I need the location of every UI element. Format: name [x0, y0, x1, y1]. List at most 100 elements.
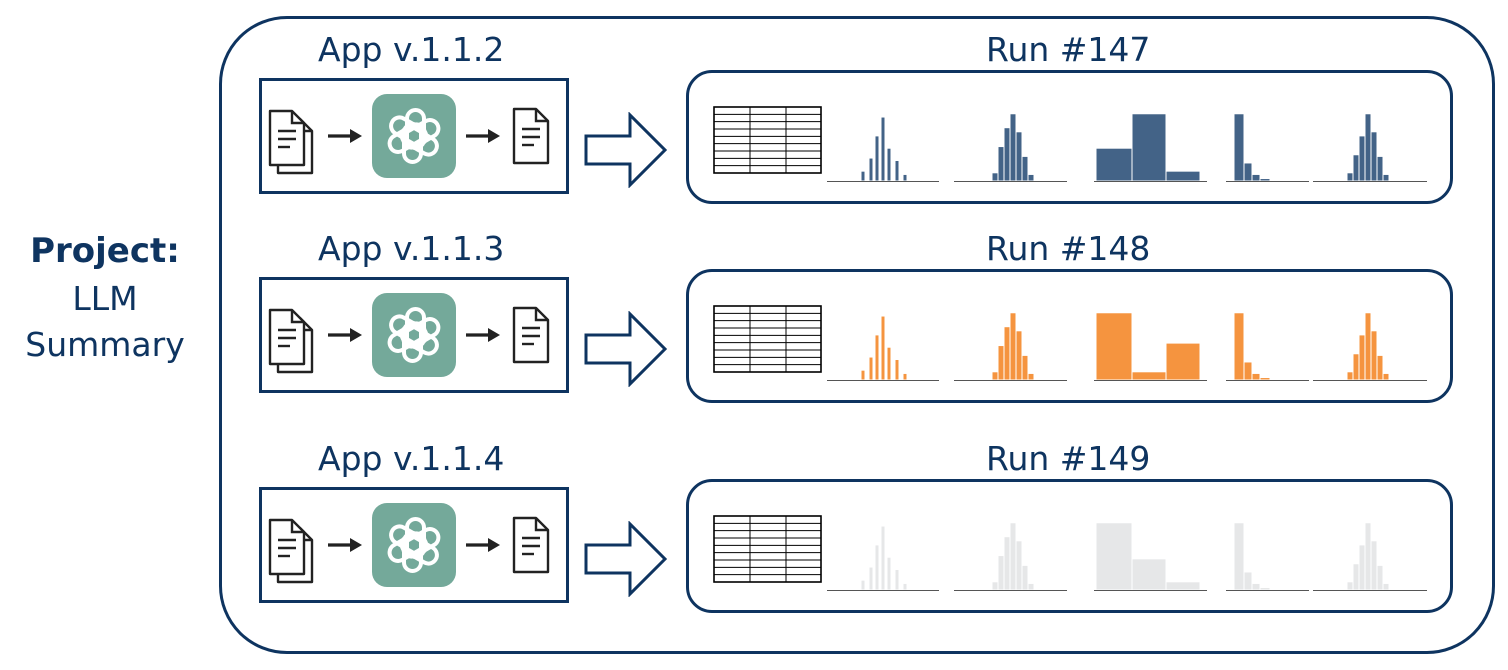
- project-container: [219, 16, 1495, 654]
- histogram-bar: [991, 581, 999, 591]
- histogram-bar: [874, 544, 880, 591]
- histogram-bar: [991, 371, 999, 381]
- histogram-bar: [1009, 113, 1017, 182]
- histogram-bar: [1358, 544, 1366, 591]
- document-front: [268, 518, 306, 576]
- histogram-bar: [1165, 170, 1201, 182]
- histogram-4: [1226, 113, 1309, 182]
- histogram-bar: [868, 566, 874, 591]
- histogram-bar: [1021, 564, 1029, 591]
- histogram-1: [827, 315, 939, 381]
- histogram-5: [1313, 522, 1427, 591]
- histogram-bar: [1015, 131, 1023, 182]
- histogram-bar: [1364, 522, 1372, 591]
- histogram-bar: [894, 359, 900, 381]
- histogram-bar: [1364, 312, 1372, 381]
- arrow-right-icon: [466, 129, 500, 143]
- histogram-bar: [1382, 372, 1390, 381]
- histogram-bar: [1165, 581, 1201, 591]
- histogram-bar: [1376, 354, 1384, 381]
- documents-icon: [268, 109, 314, 175]
- histogram-bar: [1259, 178, 1271, 182]
- histogram-2: [954, 522, 1067, 591]
- histogram-bar: [1352, 563, 1360, 591]
- big-arrow-icon: [584, 112, 668, 188]
- document-icon: [512, 107, 550, 165]
- histogram-bar: [1015, 540, 1023, 591]
- histogram-bar: [868, 356, 874, 381]
- pipeline-row: App v.1.1.4 Run #149: [0, 439, 1508, 639]
- histogram-bar: [1352, 154, 1360, 182]
- app-version-title: App v.1.1.2: [318, 30, 505, 69]
- big-arrow-shape: [584, 521, 668, 597]
- project-name-line2: Summary: [25, 324, 185, 364]
- table-icon: [713, 305, 822, 373]
- histogram-bar: [1346, 581, 1354, 591]
- histogram-bar: [1131, 558, 1167, 591]
- histogram-bar: [860, 579, 866, 591]
- histogram-bar: [1243, 162, 1253, 182]
- histogram-2: [954, 113, 1067, 182]
- histogram-bar: [880, 525, 886, 591]
- histogram-bar: [997, 146, 1005, 182]
- run-results-box: [686, 70, 1453, 204]
- histogram-bar: [886, 346, 892, 381]
- arrow-right-icon: [466, 328, 500, 342]
- histogram-bar: [1095, 522, 1133, 591]
- histogram-bar: [1352, 353, 1360, 381]
- histogram-bar: [1165, 342, 1201, 381]
- histogram-3: [1094, 113, 1207, 182]
- app-pipeline-box: [259, 277, 569, 393]
- project-label: Project: LLM Summary: [0, 228, 210, 368]
- histogram-bar: [1021, 155, 1029, 182]
- pipeline-row: App v.1.1.3 Run #148: [0, 229, 1508, 429]
- histogram-bar: [997, 555, 1005, 591]
- histogram-bar: [1251, 372, 1261, 381]
- openai-logo-icon: [372, 503, 456, 587]
- histogram-bar: [860, 369, 866, 381]
- document-front: [268, 109, 306, 167]
- histogram-bar: [1021, 354, 1029, 381]
- histogram-2: [954, 312, 1067, 381]
- histogram-bar: [1015, 330, 1023, 381]
- histogram-bar: [1259, 587, 1271, 591]
- histogram-3: [1094, 312, 1207, 381]
- documents-icon: [268, 518, 314, 584]
- histogram-bar: [1382, 582, 1390, 591]
- histogram-bar: [1364, 113, 1372, 182]
- histogram-bar: [860, 170, 866, 182]
- histogram-bar: [886, 556, 892, 591]
- histogram-bar: [1358, 334, 1366, 381]
- pipeline-row: App v.1.1.2 Run #147: [0, 30, 1508, 230]
- histogram-bar: [1382, 173, 1390, 182]
- histogram-bar: [1251, 582, 1261, 591]
- histogram-bar: [1376, 564, 1384, 591]
- histogram-bar: [894, 160, 900, 182]
- app-version-title: App v.1.1.3: [318, 229, 505, 268]
- app-version-title: App v.1.1.4: [318, 439, 505, 478]
- histogram-bar: [1233, 312, 1245, 381]
- project-heading: Project:: [30, 231, 180, 271]
- documents-icon: [268, 308, 314, 374]
- histogram-bar: [1095, 312, 1133, 381]
- histogram-bar: [1009, 312, 1017, 381]
- big-arrow-shape: [584, 311, 668, 387]
- run-title: Run #149: [986, 439, 1151, 478]
- histogram-bar: [1243, 361, 1253, 381]
- run-results-box: [686, 479, 1453, 613]
- histogram-bar: [1376, 155, 1384, 182]
- big-arrow-shape: [584, 112, 668, 188]
- histogram-bar: [1251, 173, 1261, 182]
- histogram-1: [827, 525, 939, 591]
- app-pipeline-box: [259, 487, 569, 603]
- big-arrow-icon: [584, 311, 668, 387]
- run-results-box: [686, 269, 1453, 403]
- histogram-bar: [1131, 371, 1167, 381]
- histogram-bar: [1233, 113, 1245, 182]
- table-icon: [713, 515, 822, 583]
- histogram-bar: [902, 173, 908, 182]
- document-icon: [512, 306, 550, 364]
- histogram-bar: [1003, 536, 1011, 591]
- openai-logo-icon: [372, 94, 456, 178]
- table-icon: [713, 106, 822, 174]
